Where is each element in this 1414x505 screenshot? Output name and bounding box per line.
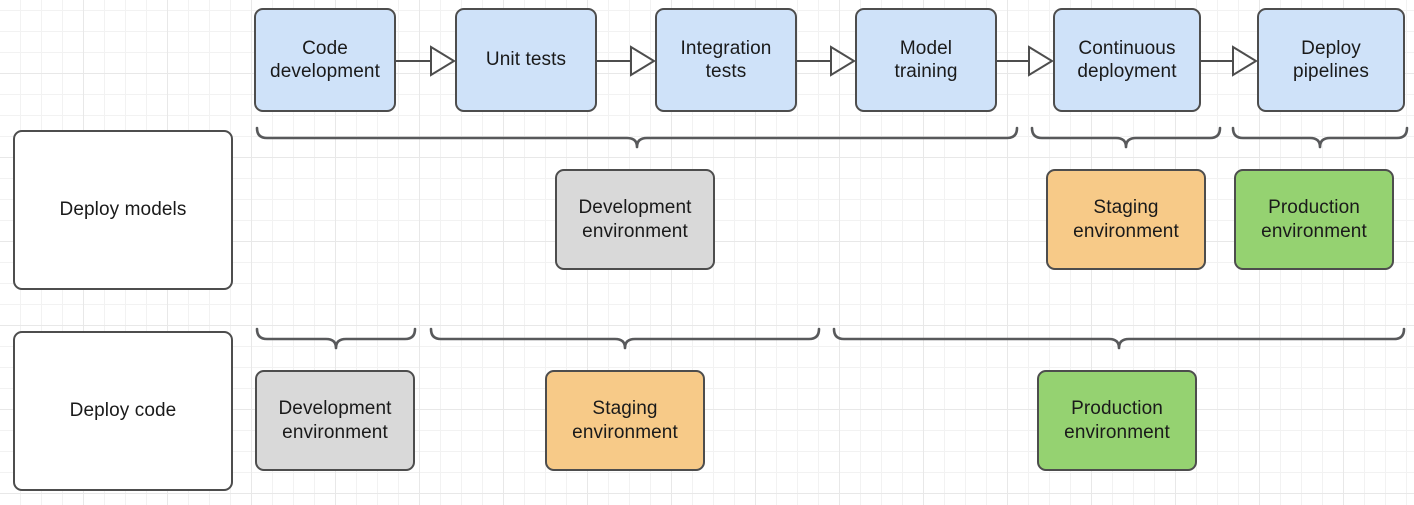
models-staging-environment-label: Staging environment: [1073, 197, 1179, 242]
pipeline-step-integration-tests-label: Integration tests: [680, 37, 772, 82]
code-staging-environment-label: Staging environment: [572, 398, 678, 443]
arrow-model-to-cd-icon: [997, 45, 1054, 77]
models-development-environment[interactable]: Development environment: [555, 169, 715, 270]
pipeline-step-unit-tests-label: Unit tests: [485, 49, 567, 71]
pipeline-step-code-development-label: Code development: [270, 37, 380, 82]
models-development-environment-label: Development environment: [578, 197, 692, 242]
code-production-environment-label: Production environment: [1064, 398, 1170, 443]
deploy-code-label-label: Deploy code: [69, 400, 177, 422]
brace-models-development: [255, 126, 1019, 149]
deploy-models-label-label: Deploy models: [59, 199, 187, 221]
models-production-environment-label: Production environment: [1261, 197, 1367, 242]
code-development-environment[interactable]: Development environment: [255, 370, 415, 471]
models-staging-environment[interactable]: Staging environment: [1046, 169, 1206, 270]
pipeline-step-deploy-pipelines-label: Deploy pipelines: [1293, 37, 1369, 82]
pipeline-step-model-training[interactable]: Model training: [855, 8, 997, 112]
code-development-environment-label: Development environment: [278, 398, 392, 443]
pipeline-step-continuous-deployment-label: Continuous deployment: [1077, 37, 1177, 82]
models-production-environment[interactable]: Production environment: [1234, 169, 1394, 270]
pipeline-step-continuous-deployment[interactable]: Continuous deployment: [1053, 8, 1201, 112]
pipeline-step-integration-tests[interactable]: Integration tests: [655, 8, 797, 112]
pipeline-step-code-development[interactable]: Code development: [254, 8, 396, 112]
deploy-models-label[interactable]: Deploy models: [13, 130, 233, 290]
arrow-cd-to-pipelines-icon: [1201, 45, 1258, 77]
pipeline-step-unit-tests[interactable]: Unit tests: [455, 8, 597, 112]
brace-models-staging: [1030, 126, 1222, 149]
brace-code-production: [832, 327, 1406, 350]
pipeline-step-deploy-pipelines[interactable]: Deploy pipelines: [1257, 8, 1405, 112]
arrow-unit-to-integration-icon: [597, 45, 656, 77]
arrow-code-to-unit-icon: [396, 45, 456, 77]
pipeline-step-model-training-label: Model training: [894, 37, 958, 82]
brace-code-staging: [429, 327, 821, 350]
arrow-integration-to-model-icon: [797, 45, 856, 77]
brace-code-development: [255, 327, 417, 350]
brace-models-production: [1231, 126, 1409, 149]
deploy-code-label[interactable]: Deploy code: [13, 331, 233, 491]
code-production-environment[interactable]: Production environment: [1037, 370, 1197, 471]
code-staging-environment[interactable]: Staging environment: [545, 370, 705, 471]
